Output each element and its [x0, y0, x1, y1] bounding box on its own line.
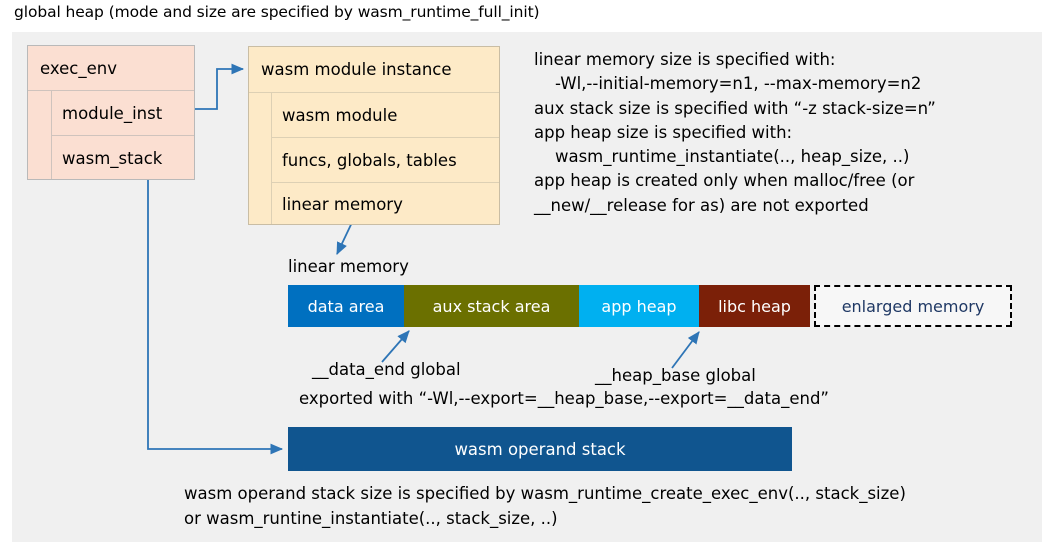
annotation-heap-base: __heap_base global — [595, 366, 756, 385]
connector-heap-base — [671, 331, 700, 369]
connector-data-end — [381, 330, 410, 363]
page-title: global heap (mode and size are specified… — [14, 3, 540, 21]
memory-segment-aux-stack-area[interactable]: aux stack area — [404, 285, 579, 327]
module-field-wasm-module[interactable]: wasm module — [272, 93, 499, 138]
memory-segment-libc-heap[interactable]: libc heap — [699, 285, 810, 327]
module-field-linear-memory[interactable]: linear memory — [282, 194, 403, 214]
wasm-module-instance-header: wasm module instance — [249, 47, 499, 93]
exec-env-field-module-inst[interactable]: module_inst — [52, 91, 194, 136]
annotation-exported-with: exported with “-Wl,--export=__heap_base,… — [299, 389, 829, 408]
exec-env-indent-column — [28, 91, 52, 179]
linear-memory-caption: linear memory — [288, 257, 409, 276]
linear-memory-info-note: linear memory size is specified with: -W… — [534, 50, 936, 215]
wasm-module-instance-box[interactable]: wasm module instance wasm module funcs, … — [248, 46, 500, 225]
memory-segment-app-heap[interactable]: app heap — [579, 285, 699, 327]
wasm-module-instance-indent-column — [249, 93, 272, 224]
operand-stack-note: wasm operand stack size is specified by … — [184, 484, 906, 528]
module-field-funcs-globals-tables[interactable]: funcs, globals, tables — [272, 138, 499, 183]
linear-memory-bar: data area aux stack area app heap libc h… — [288, 285, 1012, 327]
exec-env-field-wasm-stack[interactable]: wasm_stack — [62, 148, 163, 168]
exec-env-header: exec_env — [28, 46, 194, 91]
wasm-operand-stack-box[interactable]: wasm operand stack — [288, 427, 792, 471]
memory-segment-enlarged-memory[interactable]: enlarged memory — [814, 285, 1012, 327]
memory-segment-data-area[interactable]: data area — [288, 285, 404, 327]
diagram-canvas: exec_env module_inst wasm_stack wasm mod… — [12, 32, 1042, 542]
annotation-data-end: __data_end global — [312, 360, 461, 379]
exec-env-box[interactable]: exec_env module_inst wasm_stack — [27, 45, 195, 180]
